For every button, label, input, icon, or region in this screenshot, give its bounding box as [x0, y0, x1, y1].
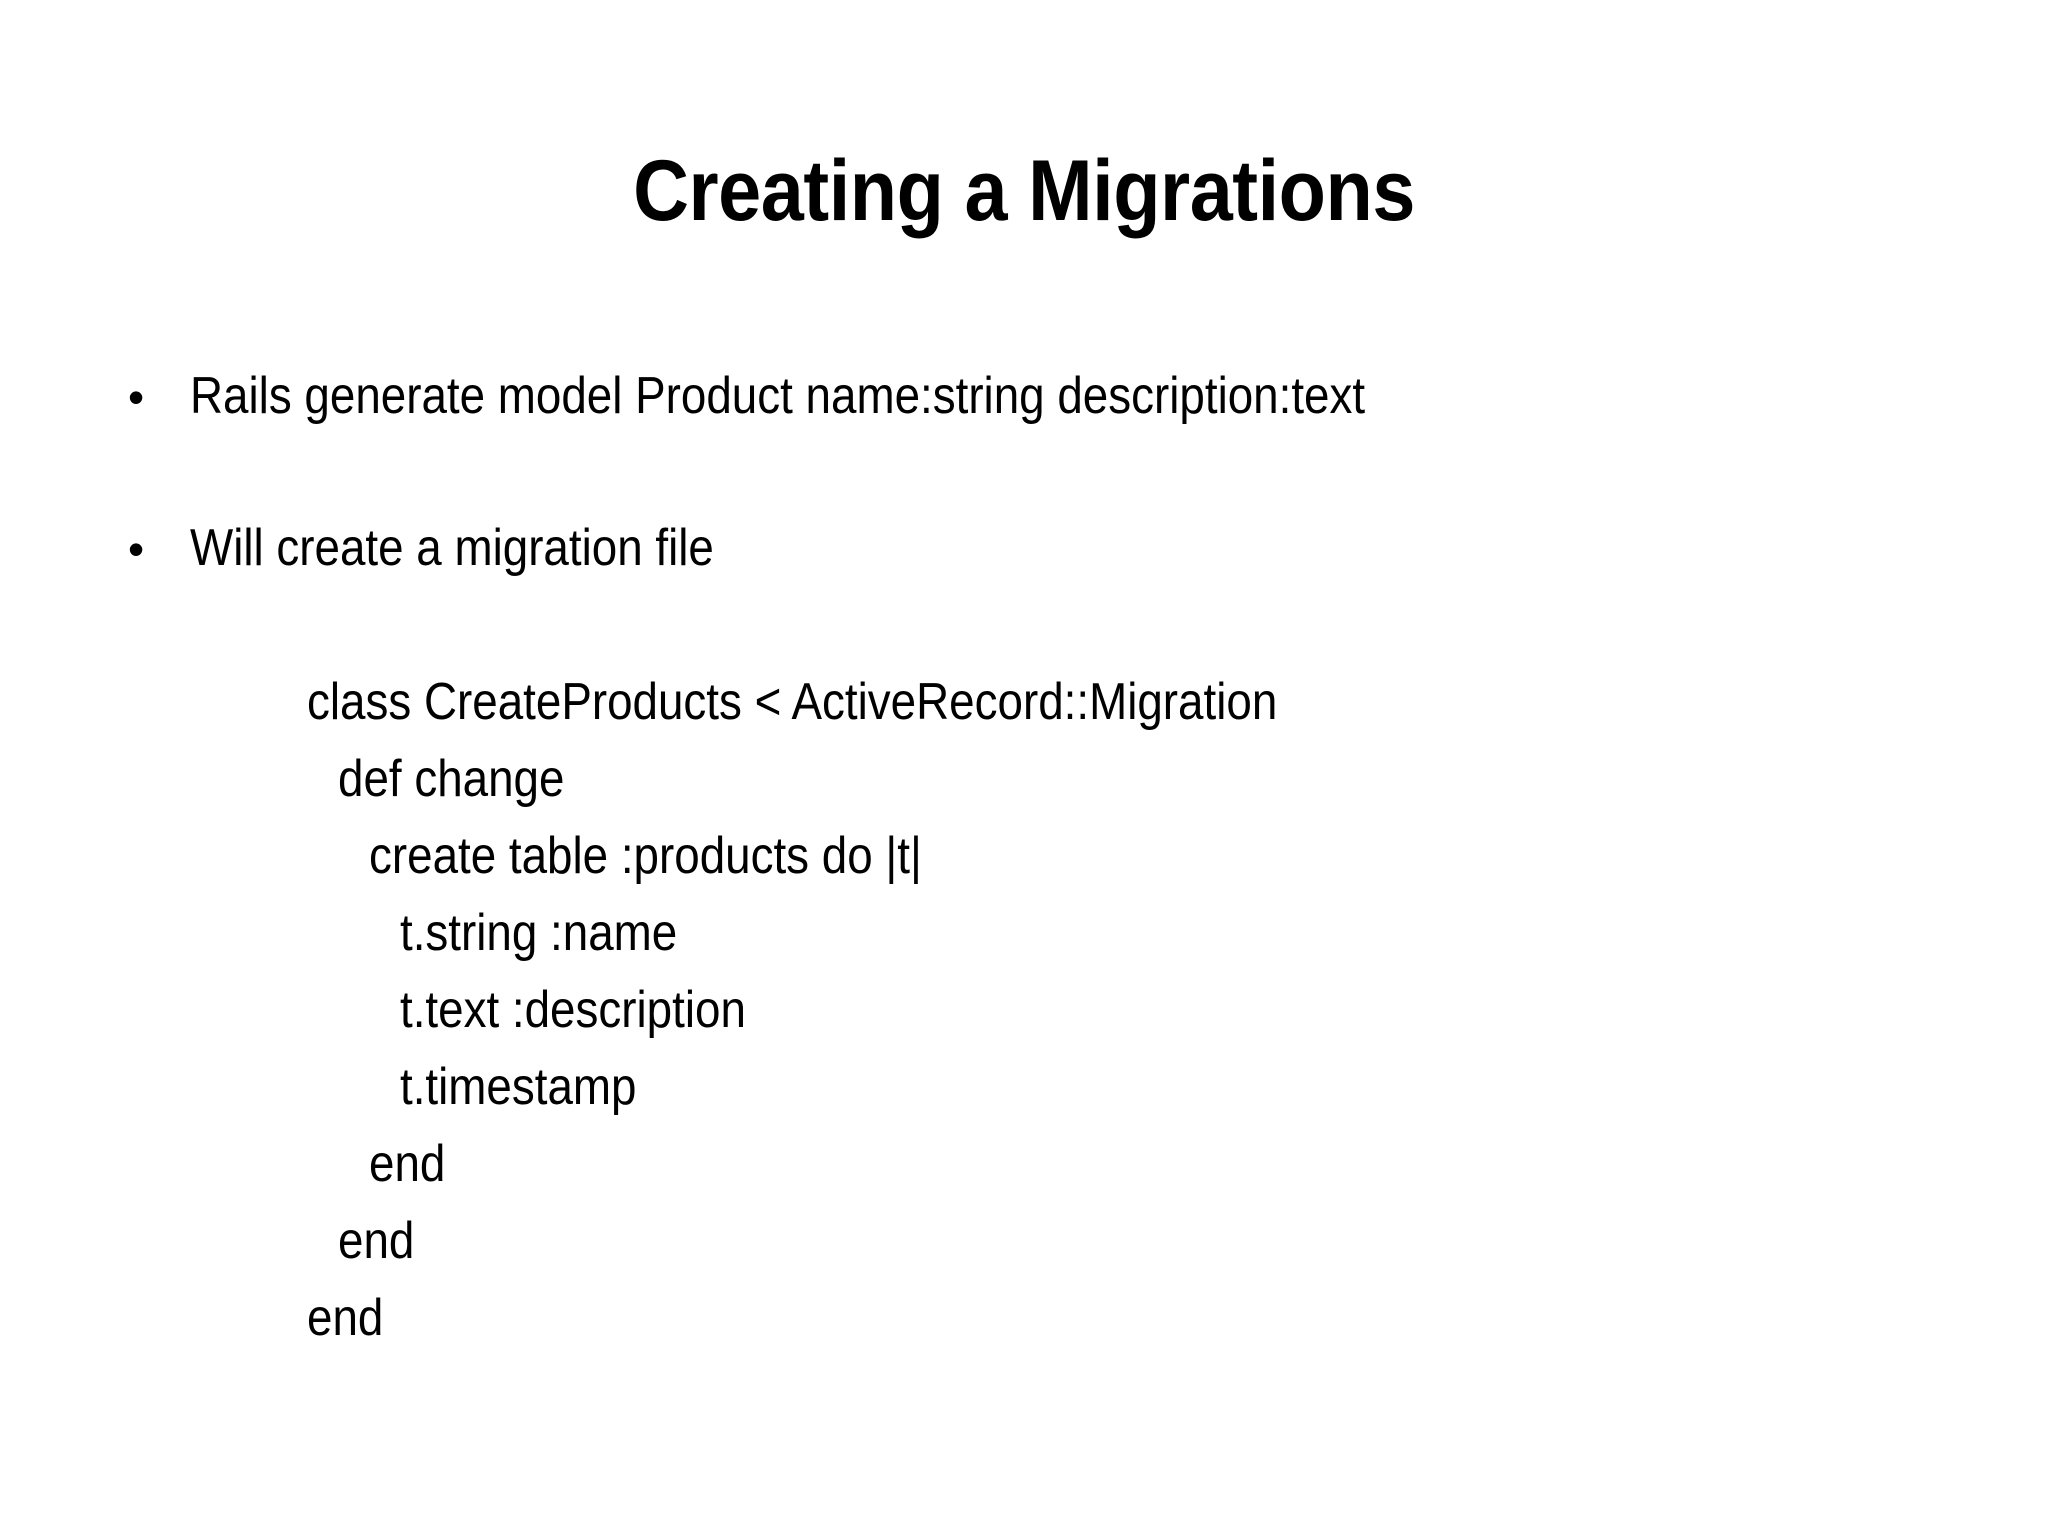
bullet-marker-icon: •	[128, 371, 145, 423]
code-line: end	[369, 1135, 446, 1193]
code-line: create table :products do |t|	[369, 827, 922, 885]
code-line: t.string :name	[400, 904, 678, 962]
code-line: t.timestamp	[400, 1058, 637, 1116]
bullet-item-0: • Rails generate model Product name:stri…	[120, 367, 1525, 425]
code-line: t.text :description	[400, 981, 746, 1039]
code-line: end	[338, 1212, 415, 1270]
code-line: end	[307, 1289, 384, 1347]
code-line: class CreateProducts < ActiveRecord::Mig…	[307, 673, 1278, 731]
bullet-text-1: Will create a migration file	[190, 519, 714, 577]
bullet-marker-icon: •	[128, 523, 145, 575]
bullet-item-1: • Will create a migration file	[120, 519, 785, 577]
bullet-text-0: Rails generate model Product name:string…	[190, 367, 1366, 425]
page-title: Creating a Migrations	[633, 142, 1415, 239]
code-line: def change	[338, 750, 565, 808]
code-listing: class CreateProducts < ActiveRecord::Mig…	[307, 664, 1410, 1357]
